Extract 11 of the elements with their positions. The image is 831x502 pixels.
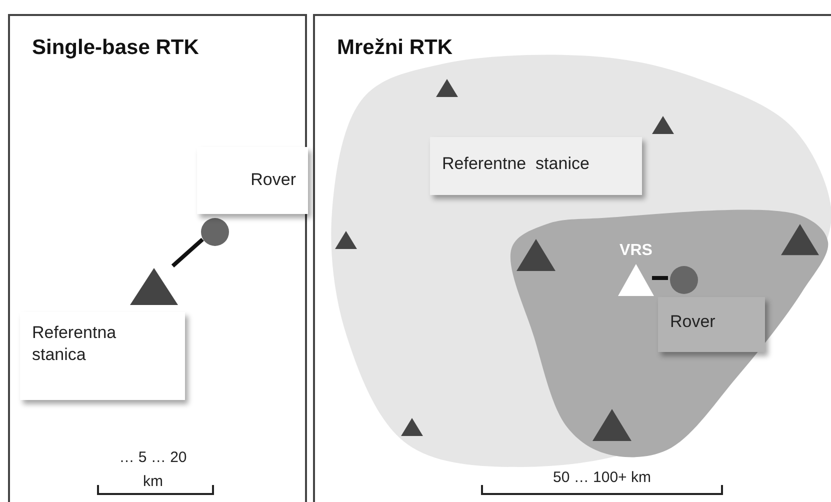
callout-box: Rover — [197, 147, 308, 214]
callout-box: Rover — [658, 297, 765, 352]
callout-box: Referentna stanica — [20, 312, 185, 400]
panel — [313, 14, 831, 502]
callout-box: Referentne stanice — [430, 137, 642, 195]
station-label: VRS — [618, 242, 654, 260]
connector-line — [171, 238, 204, 268]
panel — [8, 14, 307, 502]
panel-title: Single-base RTK — [32, 36, 199, 60]
panel-title: Mrežni RTK — [337, 36, 452, 60]
connector-line — [652, 276, 668, 280]
